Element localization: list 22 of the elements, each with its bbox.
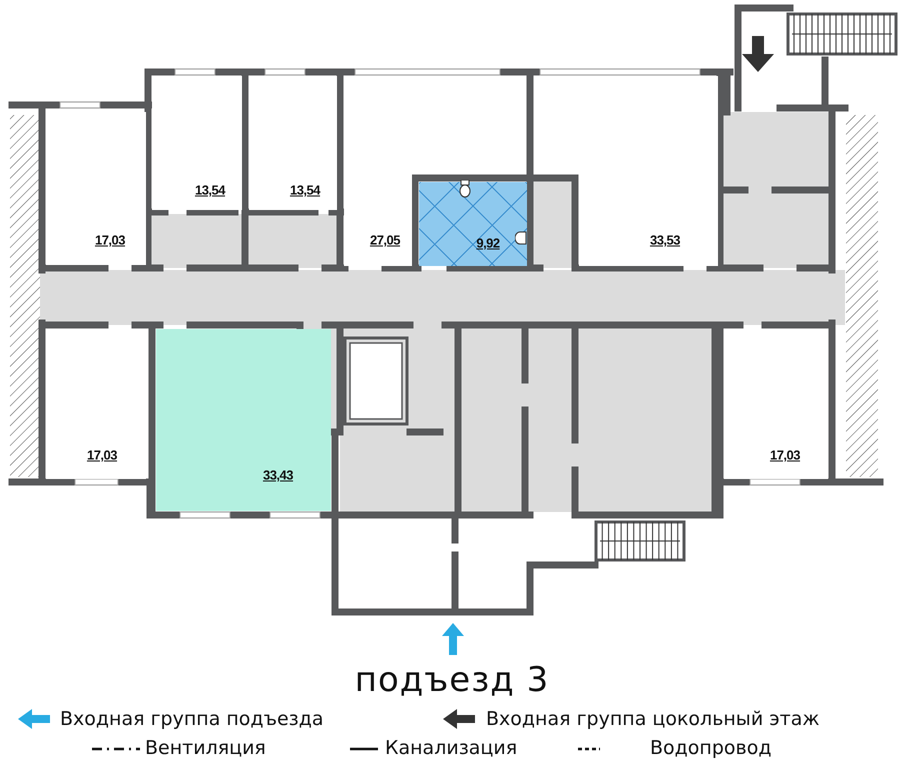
legend-text: Канализация <box>385 737 518 759</box>
area-label: 9,92 <box>476 236 500 250</box>
room <box>249 76 337 210</box>
legend-text: Вентиляция <box>145 737 266 759</box>
area-label: 17,03 <box>86 448 118 462</box>
area-label: 17,03 <box>770 448 800 462</box>
area-label: 33,53 <box>650 232 680 248</box>
legend-text: Входная группа подъезда <box>60 708 324 730</box>
legend-text: Водопровод <box>650 737 772 759</box>
room <box>46 329 146 479</box>
area-label: 33,43 <box>262 468 294 482</box>
area-label: 27,05 <box>370 232 400 248</box>
area-label: 13,54 <box>290 182 320 198</box>
room <box>152 76 242 210</box>
diagram-title: подъезд 3 <box>354 660 550 700</box>
area-label: 17,03 <box>94 232 126 248</box>
legend-text: Входная группа цокольный этаж <box>486 708 820 730</box>
room <box>46 112 146 265</box>
room <box>156 329 331 511</box>
area-label: 13,54 <box>194 182 226 198</box>
room <box>579 76 718 266</box>
bathroom <box>419 182 527 266</box>
